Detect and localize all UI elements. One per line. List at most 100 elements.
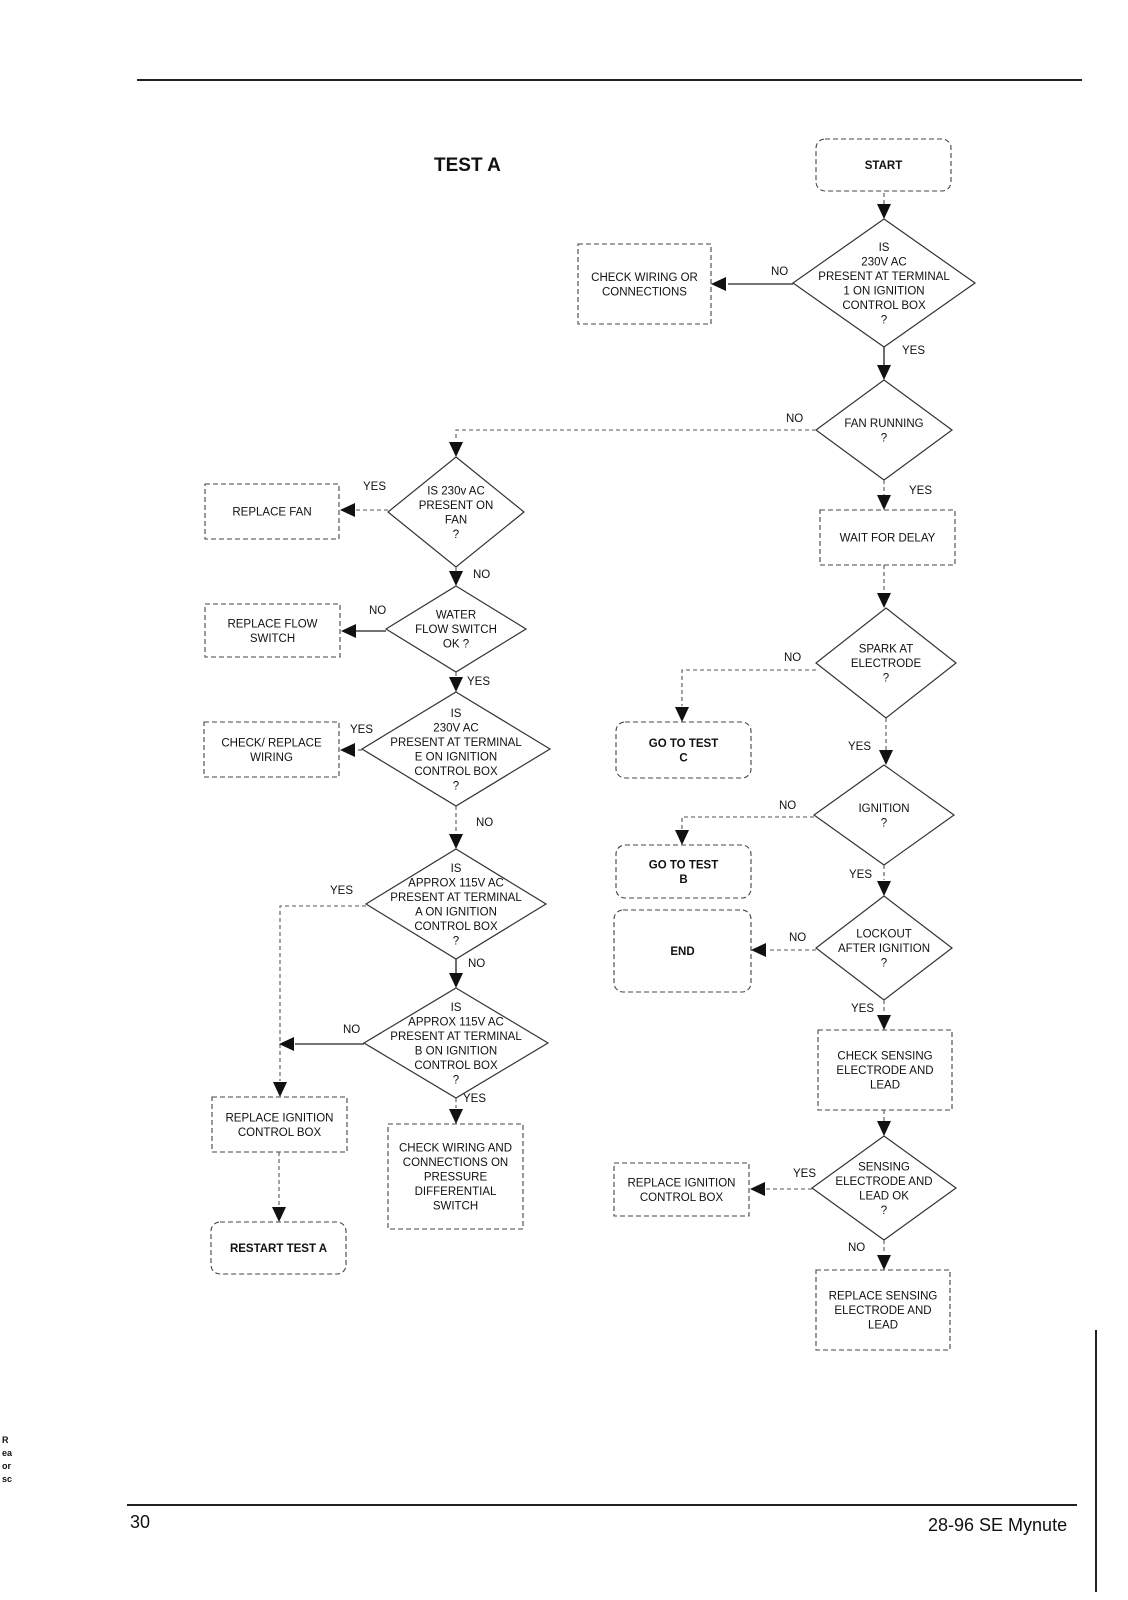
connector-ignition-no <box>681 816 814 829</box>
decision-230v-on-fan <box>387 456 525 568</box>
label-no: NO <box>779 800 796 812</box>
wait-for-delay-box-text: WAIT FOR DELAY <box>840 533 936 545</box>
go-to-test-b-box <box>615 844 752 899</box>
document-name: 28-96 SE Mynute <box>928 1515 1068 1535</box>
margin-fragment: or <box>2 1461 11 1471</box>
restart-test-a-box-text: RESTART TEST A <box>230 1243 327 1255</box>
label-yes: YES <box>848 741 871 753</box>
margin-fragment: ea <box>2 1448 13 1458</box>
arrow-down <box>449 1109 463 1124</box>
arrow-down <box>449 973 463 988</box>
arrow-down <box>877 204 891 219</box>
decision-fan-running-text: FAN RUNNING? <box>844 418 923 445</box>
arrow-down <box>272 1207 286 1222</box>
label-yes: YES <box>849 869 872 881</box>
replace-ignition-control-box-right <box>613 1162 750 1217</box>
page-title: TEST A <box>434 155 501 176</box>
page-number: 30 <box>130 1512 151 1532</box>
arrow-left <box>279 1037 294 1051</box>
connector-fan-no <box>455 429 816 441</box>
arrow-left <box>751 943 766 957</box>
arrow-left <box>340 743 355 757</box>
arrow-down <box>877 1015 891 1030</box>
label-no: NO <box>476 817 493 829</box>
start-terminator-text: START <box>865 160 902 172</box>
replace-flow-switch-box <box>204 603 341 658</box>
label-yes: YES <box>902 345 925 357</box>
arrow-down <box>879 750 893 765</box>
replace-fan-box <box>204 483 340 540</box>
label-no: NO <box>369 605 386 617</box>
arrow-left <box>711 277 726 291</box>
check-replace-wiring-box <box>203 721 340 778</box>
arrow-down <box>449 677 463 692</box>
margin-fragment: sc <box>2 1474 13 1484</box>
decision-230v-terminal-1 <box>791 218 977 348</box>
arrow-left <box>341 624 356 638</box>
label-yes: YES <box>350 724 373 736</box>
check-wiring-or-connections-box <box>577 243 712 325</box>
label-yes: YES <box>793 1168 816 1180</box>
wait-for-delay-box <box>819 509 956 566</box>
arrow-down <box>449 571 463 586</box>
start-terminator <box>815 138 952 192</box>
arrow-down <box>449 442 463 457</box>
check-sensing-electrode-box <box>817 1029 953 1111</box>
margin-fragment: R <box>2 1435 9 1445</box>
arrow-down <box>877 1121 891 1136</box>
label-no: NO <box>468 958 485 970</box>
label-yes: YES <box>467 676 490 688</box>
label-no: NO <box>786 413 803 425</box>
label-yes: YES <box>363 481 386 493</box>
label-no: NO <box>473 569 490 581</box>
arrow-left <box>340 503 355 517</box>
end-terminator-text: END <box>670 946 694 958</box>
arrow-down <box>273 1082 287 1097</box>
margin-fragments: R ea or sc <box>2 1434 12 1486</box>
decision-fan-running <box>814 379 954 481</box>
header-rule <box>137 79 1082 81</box>
replace-fan-box-text: REPLACE FAN <box>232 507 311 519</box>
end-terminator <box>613 909 752 993</box>
label-no: NO <box>789 932 806 944</box>
label-yes: YES <box>909 485 932 497</box>
arrow-down <box>675 830 689 845</box>
replace-sensing-electrode-box <box>815 1269 951 1351</box>
arrow-down <box>877 365 891 380</box>
label-yes: YES <box>851 1003 874 1015</box>
footer-rule <box>127 1504 1077 1506</box>
decision-sensing-electrode-ok <box>810 1135 958 1241</box>
go-to-test-c-box <box>615 721 752 779</box>
label-no: NO <box>784 652 801 664</box>
arrow-down <box>877 593 891 608</box>
arrow-down <box>877 1255 891 1270</box>
label-yes: YES <box>330 885 353 897</box>
label-no: NO <box>343 1024 360 1036</box>
arrow-down <box>877 495 891 510</box>
restart-test-a-box <box>210 1221 347 1275</box>
arrow-left <box>750 1182 765 1196</box>
decision-ignition-text: IGNITION? <box>858 803 909 830</box>
check-pressure-differential-switch-box <box>387 1123 524 1230</box>
label-no: NO <box>848 1242 865 1254</box>
connector-ta-yes <box>279 905 366 1081</box>
label-yes: YES <box>463 1093 486 1105</box>
arrow-down <box>877 881 891 896</box>
label-no: NO <box>771 266 788 278</box>
